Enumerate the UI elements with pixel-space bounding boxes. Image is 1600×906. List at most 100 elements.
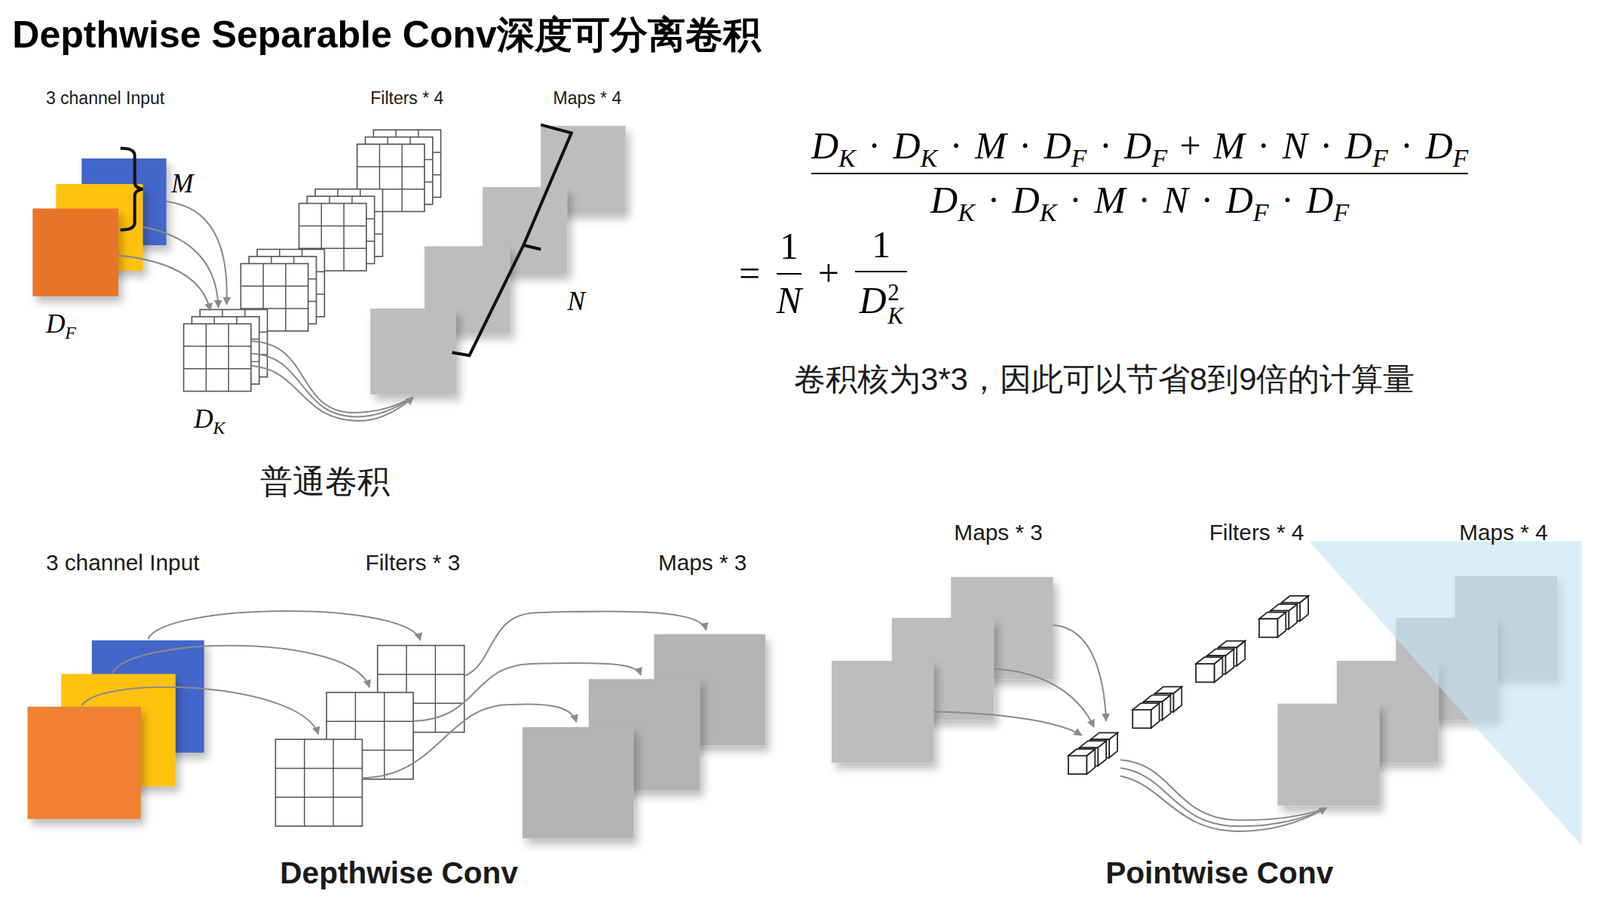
- filter-grid-line: [240, 285, 308, 286]
- fraction-part: N: [776, 278, 802, 323]
- filter-grid-line: [285, 263, 286, 331]
- filter-grid: [183, 323, 252, 391]
- subscript: F: [1452, 143, 1469, 173]
- formula-row: DK·DK·M·DF·DF+M·N·DF·DF: [811, 124, 1469, 169]
- symbol: D: [858, 278, 886, 323]
- flow-arrow: [112, 645, 370, 687]
- subscript: F: [1372, 143, 1389, 173]
- fraction-bar: [811, 172, 1469, 175]
- note: 卷积核为3*3，因此可以节省8到9倍的计算量: [793, 361, 1416, 398]
- cube-top: [1091, 732, 1118, 739]
- cube-top: [1155, 686, 1182, 693]
- flow-arrow: [1053, 625, 1107, 721]
- fraction-bar: [855, 270, 907, 273]
- axis-label: Filters * 4: [1209, 519, 1305, 546]
- subscript: K: [957, 197, 975, 227]
- symbol: N: [1163, 178, 1189, 223]
- operator: ·: [986, 178, 1000, 223]
- cube-top: [1270, 603, 1297, 611]
- brace: [452, 124, 572, 356]
- symbol: D: [1124, 124, 1152, 169]
- operator: ·: [1257, 124, 1271, 169]
- cube-front: [1132, 709, 1151, 728]
- formula-fraction: DK·DK·M·DF·DF+M·N·DF·DFDK·DK·M·N·DF·DF: [811, 124, 1469, 222]
- axis-label: Filters * 3: [364, 549, 460, 576]
- cube-top: [1281, 595, 1309, 603]
- operator: ·: [1200, 178, 1214, 223]
- operator: +: [818, 251, 840, 296]
- flow-arrow: [251, 340, 413, 413]
- flow-arrow: [464, 610, 707, 676]
- symbol: D: [811, 124, 839, 169]
- fraction-bar: [776, 272, 802, 275]
- dimension-symbol: DF: [45, 309, 77, 340]
- cube-top: [1207, 648, 1234, 656]
- operator: ·: [867, 124, 881, 169]
- symbol: D: [1012, 178, 1040, 223]
- fraction-part: 1: [779, 224, 799, 269]
- filter-grid-line: [205, 323, 207, 391]
- symbol: D: [1043, 124, 1071, 169]
- symbol: N: [567, 286, 1600, 317]
- filter-grid-line: [435, 645, 436, 733]
- cube-top: [1143, 694, 1171, 702]
- flow-arrow: [993, 668, 1095, 727]
- operator: +: [1180, 124, 1202, 169]
- input-channel: [27, 706, 141, 819]
- subscript: F: [1151, 143, 1168, 173]
- filter-grid-line: [332, 738, 334, 826]
- subscript: F: [1333, 197, 1349, 227]
- flow-arrow: [413, 662, 641, 721]
- filter-grid-line: [377, 673, 465, 675]
- filter-grid-line: [183, 367, 252, 369]
- title: Depthwise Separable Conv深度可分离卷积: [12, 14, 761, 59]
- cube-top: [1195, 656, 1223, 664]
- symbol: M: [974, 124, 1007, 169]
- fraction-part: 1: [871, 223, 891, 267]
- sub-caption: Depthwise Conv: [279, 855, 519, 891]
- filter-grid-line: [299, 247, 367, 249]
- flow-arrow: [251, 365, 414, 421]
- flow-arrow: [142, 226, 218, 308]
- symbol: D: [1305, 178, 1334, 223]
- digit: 1: [779, 224, 799, 267]
- fraction-part: D2K: [855, 276, 907, 324]
- operator: ·: [1018, 124, 1032, 169]
- axis-label: 3 channel Input: [45, 88, 165, 108]
- symbol: D: [45, 309, 65, 339]
- operator: ·: [1400, 124, 1414, 169]
- axis-label: 3 channel Input: [45, 549, 200, 576]
- input-channel: [32, 208, 119, 296]
- symbol: D: [930, 178, 958, 223]
- flow-arrow: [147, 610, 420, 641]
- operator: ·: [1099, 124, 1113, 169]
- filter-grid-line: [357, 165, 425, 167]
- subscript: K: [887, 303, 904, 328]
- filter-grid-line: [275, 796, 362, 797]
- feature-map: [1277, 703, 1380, 806]
- subscript: K: [920, 143, 938, 173]
- digit: 1: [871, 223, 891, 266]
- filter-grid-line: [240, 307, 308, 309]
- subscript: F: [1253, 197, 1269, 227]
- operator: ·: [950, 124, 963, 169]
- cube-front: [1195, 663, 1214, 682]
- filter-grid-line: [343, 203, 344, 271]
- filter-grid-line: [303, 738, 305, 826]
- cube-top: [1259, 612, 1286, 620]
- symbol: D: [1226, 178, 1254, 223]
- filter-grid-line: [401, 144, 402, 212]
- symbol: N: [1282, 124, 1308, 169]
- symbol: D: [1425, 124, 1453, 169]
- axis-label: Maps * 3: [658, 549, 747, 576]
- subscript: K: [213, 417, 226, 438]
- axis-label: Maps * 4: [1459, 519, 1548, 546]
- symbol: N: [776, 278, 802, 322]
- flow-arrow: [251, 353, 413, 417]
- symbol: D: [1345, 124, 1373, 169]
- symbol: D: [892, 124, 920, 169]
- small-fraction: 1D2K: [855, 223, 907, 325]
- filter-grid-line: [227, 323, 229, 391]
- cube-top: [1068, 748, 1095, 756]
